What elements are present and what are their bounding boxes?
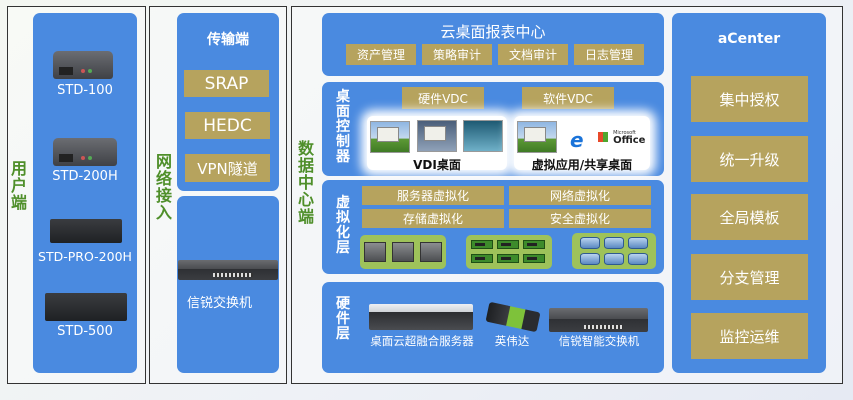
server-label: 桌面云超融合服务器 [370,334,474,348]
desktop-controller-label: 桌面控制器 [335,90,351,165]
std-100-device-icon [53,51,113,79]
virtualization-label-text: 虚拟化层 [336,195,350,256]
report-item-doc-audit: 文档审计 [498,44,568,65]
smart-switch-label: 信锐智能交换机 [558,334,640,348]
memory-card-icon [523,254,545,263]
transport-panel: 传输端 SRAP HEDC VPN隧道 [177,13,279,191]
network-switch-icon [178,260,278,280]
desktop-controller-label-text: 桌面控制器 [336,89,350,165]
hyperconverged-server-icon [369,304,473,330]
acenter-item-branch: 分支管理 [691,254,808,300]
microsoft-text: Microsoft [613,129,636,136]
acenter-item-upgrade: 统一升级 [691,136,808,182]
network-access-label: 网络接入 [155,153,173,221]
acenter-title: aCenter [717,31,781,47]
vdi-screenshot-icon [370,121,410,153]
report-item-log: 日志管理 [574,44,644,65]
virtual-app-group: e Microsoft Office 虚拟应用/共享桌面 [514,116,650,172]
device-label-std-100: STD-100 [57,83,113,98]
disk-icon [604,253,624,265]
report-item-asset: 资产管理 [346,44,416,65]
device-label-std-200h: STD-200H [52,169,118,184]
data-center-label: 数据中心端 [297,140,315,225]
smart-switch-icon [549,308,648,332]
transport-item-hedc: HEDC [185,112,270,139]
nvidia-gpu-icon [485,301,541,333]
storage-resource-group [572,233,656,269]
disk-icon [580,253,600,265]
acenter-item-monitor: 监控运维 [691,313,808,359]
virtualization-panel: 虚拟化层 服务器虚拟化 网络虚拟化 存储虚拟化 安全虚拟化 [322,180,664,274]
ie-browser-icon: e [570,128,584,152]
hardware-label-text: 硬件层 [336,296,350,342]
vdi-desktop-group: VDI桌面 [367,116,507,172]
software-vdc: 软件VDC [522,87,614,109]
virtual-app-label: 虚拟应用/共享桌面 [531,158,633,172]
memory-card-icon [471,240,493,249]
office-logo-squares [598,131,608,142]
transport-item-srap: SRAP [184,70,269,97]
hardware-panel: 硬件层 桌面云超融合服务器 英伟达 信锐智能交换机 [322,282,664,373]
vdi-screenshot-icon [417,120,457,152]
report-item-policy-audit: 策略审计 [422,44,492,65]
disk-icon [628,253,648,265]
data-center-label-text: 数据中心端 [297,139,314,226]
nvidia-label: 英伟达 [494,334,530,348]
hardware-label: 硬件层 [335,297,351,342]
user-side-label: 用户端 [10,160,28,211]
disk-icon [580,237,600,249]
std-200h-device-icon [53,138,117,166]
std-500-device-icon [45,293,127,321]
acenter-item-license: 集中授权 [691,76,808,122]
network-virtualization: 网络虚拟化 [509,186,651,205]
app-screenshot-icon [517,121,557,153]
office-text: Office [613,134,646,146]
transport-title: 传输端 [207,32,249,48]
memory-card-icon [471,254,493,263]
disk-icon [628,237,648,249]
server-virtualization: 服务器虚拟化 [362,186,504,205]
disk-icon [604,237,624,249]
report-center-title: 云桌面报表中心 [440,23,546,41]
desktop-controller-panel: 桌面控制器 硬件VDC 软件VDC VDI桌面 e Microsoft Offi… [322,82,664,176]
hardware-vdc: 硬件VDC [402,87,484,109]
office-logo-text: Microsoft Office [613,129,646,146]
vdi-screenshot-icon [463,120,503,152]
std-pro-200h-device-icon [50,219,122,243]
user-side-label-text: 用户端 [10,159,27,212]
device-label-std-500: STD-500 [57,324,113,339]
security-virtualization: 安全虚拟化 [509,209,651,228]
memory-card-icon [497,240,519,249]
virtualization-label: 虚拟化层 [335,196,351,256]
cpu-chip-icon [364,242,386,262]
vdi-desktop-label: VDI桌面 [413,158,461,172]
acenter-panel: aCenter 集中授权 统一升级 全局模板 分支管理 监控运维 [672,13,826,373]
report-center-panel: 云桌面报表中心 资产管理 策略审计 文档审计 日志管理 [322,13,664,76]
transport-item-vpn: VPN隧道 [185,154,270,182]
switch-label: 信锐交换机 [187,296,253,311]
cpu-chip-icon [420,242,442,262]
cpu-chip-icon [392,242,414,262]
memory-card-icon [497,254,519,263]
office-logo-icon: Microsoft Office [598,126,645,145]
memory-resource-group [466,235,552,269]
device-label-std-pro-200h: STD-PRO-200H [38,249,132,264]
user-devices-panel: STD-100 STD-200H STD-PRO-200H STD-500 [33,13,137,373]
cpu-resource-group [360,235,446,269]
network-access-label-text: 网络接入 [155,152,172,222]
storage-virtualization: 存储虚拟化 [362,209,504,228]
acenter-item-template: 全局模板 [691,194,808,240]
memory-card-icon [523,240,545,249]
switch-panel: 信锐交换机 [177,196,279,373]
